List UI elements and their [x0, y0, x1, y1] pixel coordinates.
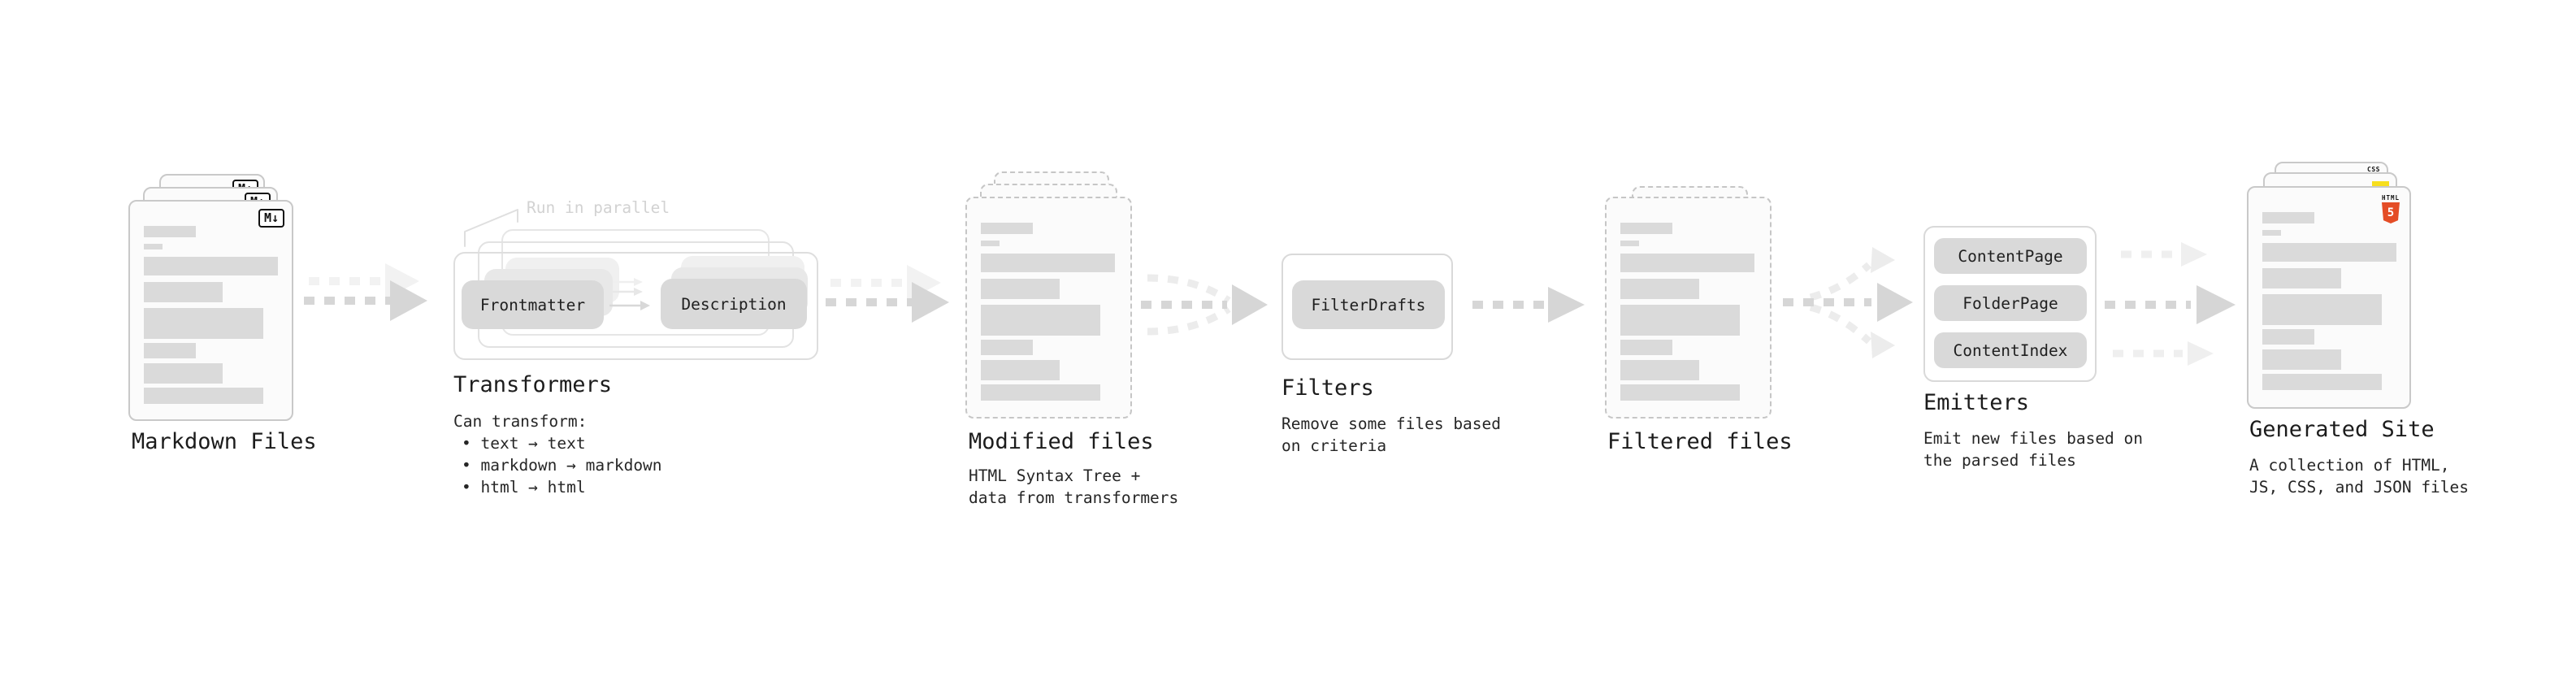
text-line-bar: [1620, 305, 1740, 336]
text-line-bar: [1620, 223, 1672, 234]
text-line-bar: [981, 223, 1033, 234]
html5-icon-label: HTML: [2381, 194, 2400, 202]
description-line: Can transform:: [453, 412, 588, 431]
generated-site-description: A collection of HTML, JS, CSS, and JSON …: [2249, 454, 2469, 498]
text-line-bar: [144, 308, 263, 339]
text-line-bar: [981, 384, 1100, 401]
html5-icon-shield: 5: [2382, 202, 2400, 223]
description-line: Remove some files based: [1281, 414, 1502, 433]
emitter-pill-contentindex: ContentIndex: [1934, 332, 2087, 368]
text-line-bar: [1620, 241, 1639, 246]
markdown-file-front: M↓: [128, 200, 293, 421]
transformer-pill-frontmatter: Frontmatter: [462, 280, 604, 329]
text-line-bar: [144, 282, 223, 302]
text-line-bar: [1620, 254, 1754, 272]
filters-description: Remove some files based on criteria: [1281, 413, 1501, 457]
stage-label-filters: Filters: [1281, 375, 1374, 401]
stage-label-filtered-files: Filtered files: [1607, 429, 1793, 454]
arrow-filters-to-filtered: [1472, 287, 1585, 323]
emitter-pill-folderpage: FolderPage: [1934, 285, 2087, 321]
javascript-icon: [2372, 181, 2389, 190]
text-line-bar: [2262, 294, 2382, 325]
run-in-parallel-note: Run in parallel: [527, 198, 670, 217]
text-line-bar: [2262, 374, 2382, 390]
text-line-bar: [2262, 230, 2281, 236]
html5-icon-number: 5: [2387, 206, 2395, 219]
text-line-bar: [2262, 243, 2396, 262]
stage-label-emitters: Emitters: [1923, 390, 2030, 415]
note-leader-line: [464, 209, 518, 247]
description-line: A collection of HTML,: [2249, 456, 2450, 475]
text-line-bar: [2262, 268, 2341, 288]
stage-label-markdown-files: Markdown Files: [132, 429, 317, 454]
arrow-emitters-to-site: [2105, 242, 2236, 366]
text-line-bar: [1620, 279, 1699, 299]
arrow-markdown-to-transformers: [304, 263, 427, 321]
text-line-bar: [2262, 329, 2314, 345]
text-line-bar: [981, 254, 1115, 272]
filter-pill-filterdrafts: FilterDrafts: [1292, 280, 1445, 329]
description-line: HTML Syntax Tree +: [969, 466, 1141, 485]
description-line: Emit new files based on: [1923, 429, 2144, 448]
markdown-icon: M↓: [258, 209, 284, 228]
text-line-bar: [1620, 340, 1672, 355]
text-line-bar: [144, 363, 223, 384]
text-line-bar: [2262, 349, 2341, 370]
stage-label-generated-site: Generated Site: [2249, 417, 2435, 442]
text-line-bar: [144, 257, 278, 275]
emitters-description: Emit new files based on the parsed files: [1923, 427, 2143, 471]
arrow-filtered-to-emitters: [1783, 247, 1913, 358]
description-line: the parsed files: [1923, 451, 2076, 470]
description-line: data from transformers: [969, 488, 1179, 507]
stage-label-modified-files: Modified files: [969, 429, 1154, 454]
text-line-bar: [144, 343, 196, 358]
stage-label-transformers: Transformers: [453, 372, 613, 397]
description-bullet: • markdown → markdown: [462, 456, 662, 475]
arrow-modified-to-filters: [1141, 274, 1268, 336]
text-line-bar: [981, 360, 1060, 380]
text-line-bar: [1620, 384, 1740, 401]
arrow-transformers-to-modified: [826, 265, 949, 323]
filtered-file-front: [1605, 197, 1772, 419]
description-line: JS, CSS, and JSON files: [2249, 478, 2470, 497]
text-line-bar: [2262, 212, 2314, 223]
text-line-bar: [981, 279, 1060, 299]
site-file-html: HTML 5: [2247, 186, 2411, 409]
description-bullet: • text → text: [462, 434, 586, 453]
modified-file-front: [965, 197, 1132, 419]
text-line-bar: [144, 388, 263, 404]
text-line-bar: [981, 241, 1000, 246]
transformers-description: Can transform: • text → text • markdown …: [453, 410, 662, 498]
description-bullet: • html → html: [462, 478, 586, 497]
description-line: on criteria: [1281, 436, 1387, 455]
modified-files-description: HTML Syntax Tree + data from transformer…: [969, 465, 1178, 509]
text-line-bar: [981, 340, 1033, 355]
text-line-bar: [1620, 360, 1699, 380]
transformer-layer-front: [453, 252, 818, 360]
transform-step-arrows: [609, 278, 650, 310]
css-icon-label: CSS: [2367, 166, 2380, 173]
emitter-pill-contentpage: ContentPage: [1934, 238, 2087, 274]
html5-icon: HTML 5: [2380, 194, 2401, 223]
text-line-bar: [144, 226, 196, 237]
text-line-bar: [981, 305, 1100, 336]
transformer-pill-description: Description: [661, 279, 807, 329]
text-line-bar: [144, 244, 163, 249]
